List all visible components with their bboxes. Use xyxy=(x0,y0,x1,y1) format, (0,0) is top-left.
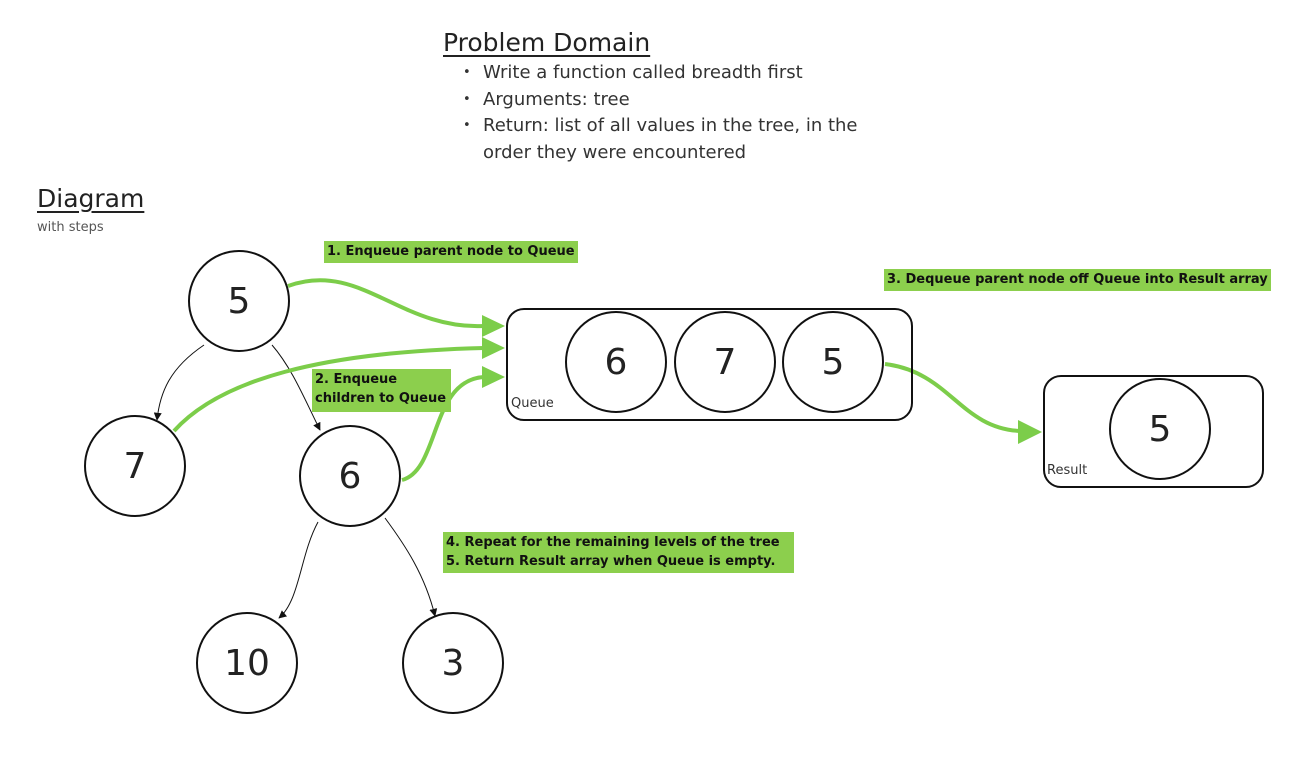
problem-domain-title: Problem Domain xyxy=(443,28,651,57)
tree-node-root: 5 xyxy=(188,250,290,352)
problem-bullet: Arguments: tree xyxy=(463,87,863,114)
result-label: Result xyxy=(1047,463,1088,478)
edge-5-to-6 xyxy=(271,344,321,431)
edge-6-to-3 xyxy=(384,517,438,617)
queue-item: 6 xyxy=(565,311,667,413)
edge-6-to-10 xyxy=(278,521,319,619)
arrow-7-to-queue xyxy=(172,346,485,433)
problem-bullet: Return: list of all values in the tree, … xyxy=(463,113,863,166)
queue-label: Queue xyxy=(511,396,554,411)
tree-node-left: 7 xyxy=(84,415,186,517)
problem-bullet: Write a function called breadth first xyxy=(463,60,863,87)
tree-node-right-right: 3 xyxy=(402,612,504,714)
arrow-queue-to-result xyxy=(884,362,1021,433)
step-3-note: 3. Dequeue parent node off Queue into Re… xyxy=(884,269,1271,291)
queue-item: 7 xyxy=(674,311,776,413)
diagram-title: Diagram xyxy=(37,184,145,213)
diagram-subtitle: with steps xyxy=(37,220,104,235)
arrow-7-to-queue-head xyxy=(482,337,505,359)
step-4-5-note: 4. Repeat for the remaining levels of th… xyxy=(443,532,794,573)
queue-item: 5 xyxy=(782,311,884,413)
step-5-text: 5. Return Result array when Queue is emp… xyxy=(446,554,776,569)
step-2-note: 2. Enqueue children to Queue xyxy=(312,369,451,412)
edge-5-to-7 xyxy=(153,344,205,421)
arrow-queue-to-result-head xyxy=(1018,420,1042,444)
step-1-note: 1. Enqueue parent node to Queue xyxy=(324,241,578,263)
tree-node-right-left: 10 xyxy=(196,612,298,714)
arrow-root-to-queue xyxy=(287,278,485,329)
arrow-root-to-queue-head xyxy=(482,315,505,337)
tree-node-right: 6 xyxy=(299,425,401,527)
problem-bullet-list: Write a function called breadth first Ar… xyxy=(463,60,863,166)
arrow-6-to-queue-head xyxy=(482,366,505,388)
step-4-text: 4. Repeat for the remaining levels of th… xyxy=(446,535,780,550)
result-box xyxy=(1043,375,1264,488)
arrow-6-to-queue xyxy=(401,375,485,482)
queue-box xyxy=(506,308,913,421)
result-item: 5 xyxy=(1109,378,1211,480)
